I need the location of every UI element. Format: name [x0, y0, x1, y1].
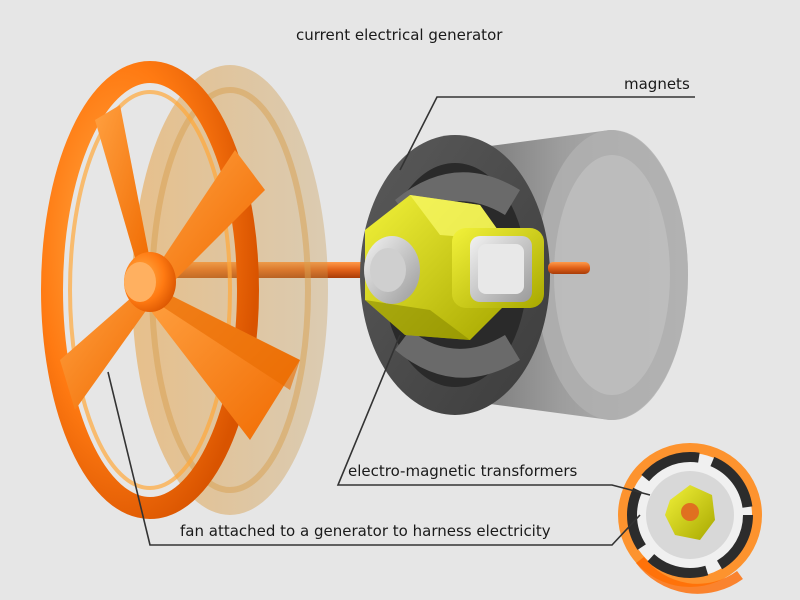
label-magnets: magnets: [624, 75, 690, 93]
label-transformers: electro-magnetic transformers: [348, 462, 578, 480]
generator-cross-section-icon: [618, 443, 762, 594]
generator-icon: [360, 130, 688, 420]
fan-icon: [41, 61, 328, 519]
leader-lines: [107, 96, 695, 546]
diagram-title: current electrical generator: [296, 26, 503, 44]
label-fan: fan attached to a generator to harness e…: [180, 522, 551, 540]
electro-magnetic-core: [365, 195, 544, 340]
